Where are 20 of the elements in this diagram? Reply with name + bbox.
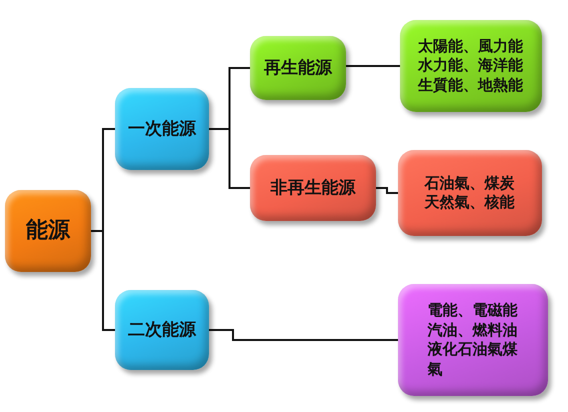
node-label: 能源 bbox=[26, 216, 70, 245]
node-label: 電能、電磁能汽油、燃料油液化石油氣煤氣 bbox=[427, 301, 518, 379]
node-label: 再生能源 bbox=[264, 56, 332, 80]
node-label: 一次能源 bbox=[128, 118, 196, 140]
category-box bbox=[115, 88, 209, 170]
category-box bbox=[5, 190, 91, 272]
category-box bbox=[398, 150, 542, 236]
connector-line bbox=[376, 187, 398, 194]
node-label: 石油氣、煤炭天然氣、核能 bbox=[424, 174, 516, 212]
category-box bbox=[398, 284, 548, 396]
node-label: 太陽能、風力能水力能、海洋能生質能、地熱能 bbox=[418, 36, 524, 96]
node-label: 二次能源 bbox=[128, 318, 196, 342]
connector-line bbox=[346, 65, 400, 67]
connector-line bbox=[209, 329, 398, 341]
connector-line bbox=[91, 230, 115, 331]
category-box bbox=[250, 36, 346, 100]
category-box bbox=[400, 20, 542, 112]
category-box bbox=[250, 155, 376, 221]
node-label: 非再生能源 bbox=[270, 176, 356, 200]
category-box bbox=[115, 290, 209, 370]
